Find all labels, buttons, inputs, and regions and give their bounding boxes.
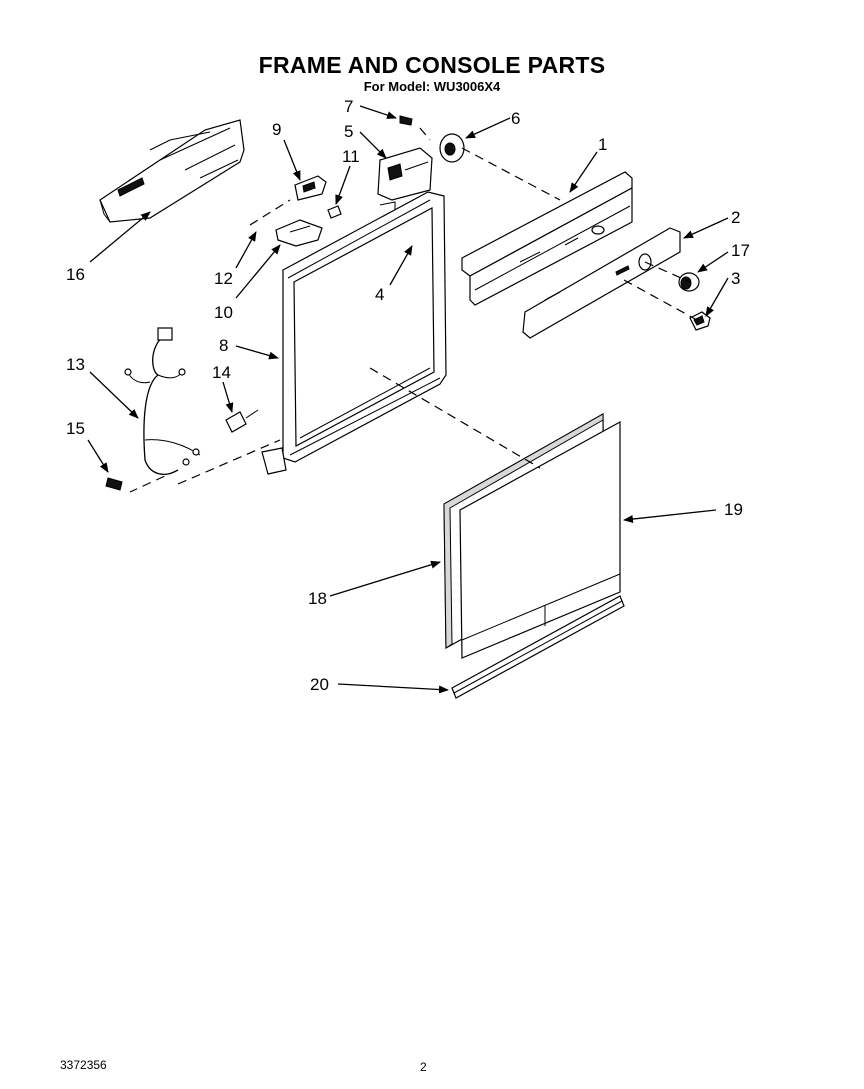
callout-3: 3 (731, 269, 740, 288)
part-13-wire-harness (124, 327, 201, 475)
callout-5: 5 (344, 122, 353, 141)
page-number: 2 (420, 1060, 427, 1074)
part-7-screw (399, 115, 413, 126)
part-11-hinge-pin (327, 205, 342, 219)
part-19-door-panel (459, 420, 621, 659)
callout-11: 11 (342, 147, 360, 166)
callout-labels: 1 2 3 4 5 6 7 8 9 10 11 12 13 14 15 16 1… (66, 97, 750, 694)
part-16-control-housing (99, 119, 245, 223)
callout-19: 19 (724, 500, 743, 519)
part-10-hinge-bracket (275, 219, 323, 247)
part-6-latch-knob (439, 133, 465, 163)
part-5-latch-assembly (377, 147, 433, 212)
callout-4: 4 (375, 285, 384, 304)
part-9-hinge-clip (294, 175, 327, 201)
part-1-console-rail (461, 171, 633, 306)
callout-8: 8 (219, 336, 228, 355)
callout-2: 2 (731, 208, 740, 227)
part-20-bottom-trim (451, 595, 625, 699)
page-title: FRAME AND CONSOLE PARTS (258, 52, 606, 78)
part-3-switch (689, 311, 711, 331)
callout-9: 9 (272, 120, 281, 139)
leader-arrows (87, 105, 729, 694)
callout-6: 6 (511, 109, 520, 128)
callout-17: 17 (731, 241, 750, 260)
callout-18: 18 (308, 589, 327, 608)
callout-12: 12 (214, 269, 233, 288)
callout-14: 14 (212, 363, 231, 382)
part-2-console-panel (522, 227, 681, 339)
callout-1: 1 (598, 135, 607, 154)
assembly-dashed-lines (129, 127, 698, 493)
callout-15: 15 (66, 419, 85, 438)
callout-20: 20 (310, 675, 329, 694)
part-15-screw (105, 477, 123, 491)
callout-13: 13 (66, 355, 85, 374)
callout-16: 16 (66, 265, 85, 284)
part-14-switch (225, 409, 259, 433)
callout-10: 10 (214, 303, 233, 322)
model-subtitle: For Model: WU3006X4 (363, 79, 501, 94)
document-number: 3372356 (60, 1058, 107, 1072)
callout-7: 7 (344, 97, 353, 116)
part-8-door-frame (261, 191, 447, 475)
